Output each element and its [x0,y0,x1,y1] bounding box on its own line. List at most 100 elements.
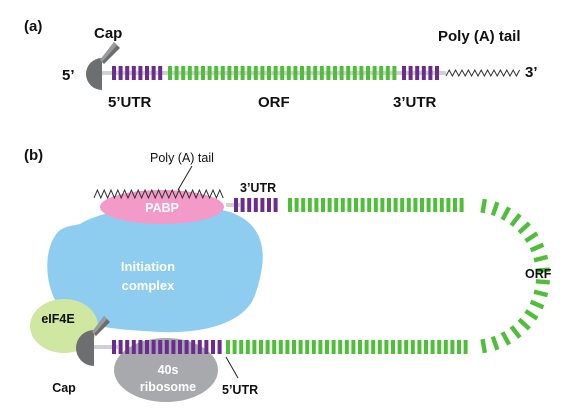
orf-stripe [387,198,391,212]
panel-a-poly-a-squiggle [445,68,521,78]
panel-a-3utr-label: 3’UTR [393,94,437,111]
panel-a-orf-segment [168,66,397,80]
orf-stripe [524,309,539,321]
panel-a-5prime-label: 5’ [62,67,75,84]
ribosome-label-line1: 40s [158,363,179,377]
orf-stripe [367,198,372,212]
utr3-stripe [253,198,258,212]
utr3-stripe [415,66,420,80]
orf-stripe [533,254,549,263]
orf-stripe [524,231,539,243]
orf-stripe [267,66,271,80]
orf-stripe [457,340,461,354]
orf-stripe [417,340,422,354]
orf-stripe [433,198,438,212]
orf-stripe [480,338,488,354]
orf-stripe [340,198,345,212]
orf-stripe [400,198,405,212]
orf-stripe [318,340,323,354]
utr5-stripe [171,340,176,354]
panel-b-label: (b) [24,147,43,164]
utr3-stripe [421,66,426,80]
utr5-stripe [184,340,189,354]
utr5-stripe [164,340,169,354]
orf-stripe [360,198,365,212]
orf-stripe [273,66,278,80]
utr3-stripe [240,198,245,212]
orf-stripe [439,198,444,212]
orf-stripe [240,66,245,80]
orf-stripe [500,331,512,346]
orf-stripe [259,340,263,354]
initiation-complex-shape [47,205,263,333]
orf-stripe [397,340,402,354]
orf-stripe [333,66,337,80]
orf-stripe [366,66,370,80]
orf-stripe [437,340,442,354]
panel-b-orf-bottom-segment [226,340,468,354]
orf-stripe [292,340,296,354]
orf-stripe [446,198,451,212]
panel-b-3utr-segment [234,198,278,212]
orf-stripe [325,340,329,354]
orf-stripe [500,206,512,221]
orf-stripe [227,66,232,80]
utr5-stripe [211,340,215,354]
orf-stripe [181,66,186,80]
orf-stripe [174,66,179,80]
utr5-stripe [178,340,182,354]
pabp-shape [100,190,224,224]
orf-stripe [509,325,522,339]
orf-stripe [404,340,409,354]
orf-stripe [529,299,545,310]
eif4e-label: eIF4E [41,312,74,326]
orf-stripe [326,66,331,80]
orf-stripe [301,198,306,212]
panel-a-cap-label: Cap [94,25,122,42]
orf-stripe [385,66,390,80]
panel-a-cap-icon [86,42,120,90]
orf-stripe [207,66,212,80]
orf-stripe [463,340,468,354]
orf-stripe [426,198,431,212]
panel-a-3utr-segment [402,66,439,80]
orf-stripe [384,340,389,354]
utr5-stripe [151,66,156,80]
orf-stripe [380,198,385,212]
orf-stripe [393,198,398,212]
orf-stripe [278,340,283,354]
panel-b-5utr-segment [112,340,222,354]
utr5-stripe [112,66,116,80]
orf-stripe [294,198,299,212]
orf-stripe [379,66,384,80]
utr3-stripe [428,66,433,80]
utr5-stripe [138,340,143,354]
panel-b-5utr-label: 5’UTR [222,383,258,397]
orf-stripe [331,340,336,354]
orf-stripe [410,340,415,354]
orf-stripe [392,66,397,80]
orf-stripe [391,340,395,354]
orf-stripe [373,198,378,212]
orf-stripe [306,66,311,80]
utr5-stripe [131,340,136,354]
orf-stripe [346,66,351,80]
orf-stripe [450,340,455,354]
utr3-stripe [247,198,252,212]
orf-stripe [359,66,364,80]
orf-stripe [535,267,550,273]
utr5-stripe [217,340,222,354]
orf-stripe [300,66,304,80]
utr5-stripe [197,340,202,354]
orf-stripe [352,66,357,80]
utr5-stripe [118,66,123,80]
ribosome-label-line2: ribosome [140,380,196,394]
utr5-stripe [158,340,163,354]
orf-stripe [247,66,252,80]
orf-stripe [535,279,550,285]
orf-stripe [187,66,192,80]
orf-stripe [372,66,377,80]
utr5-leader-line [225,356,239,379]
panel-b-poly-a-label: Poly (A) tail [150,151,214,165]
